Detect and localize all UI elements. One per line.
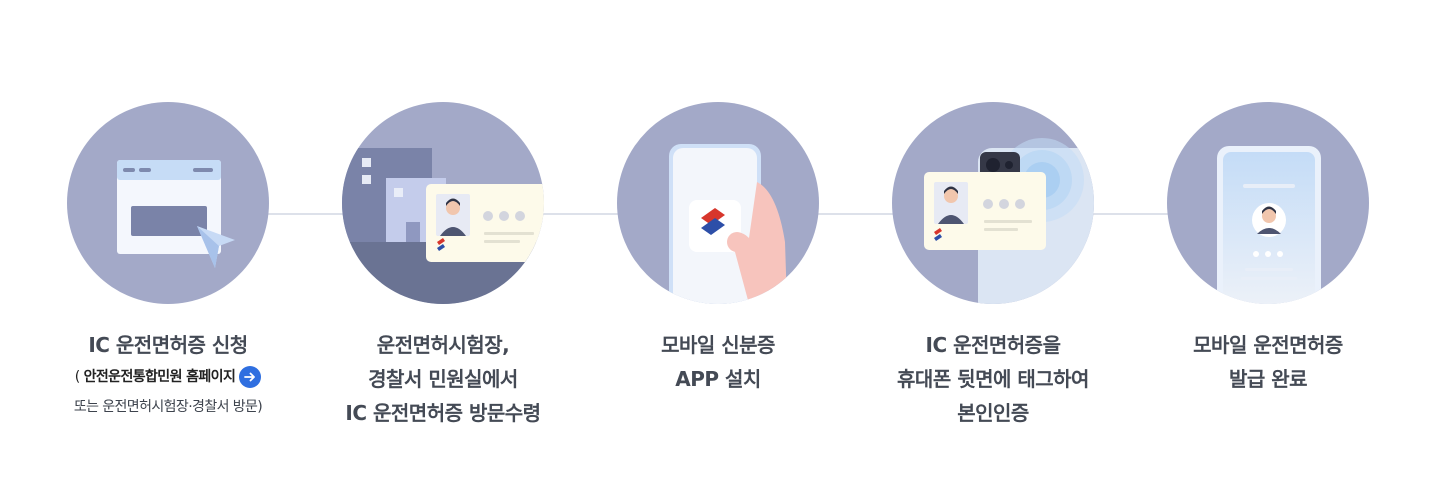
step-4-caption: IC 운전면허증을 휴대폰 뒷면에 태그하여 본인인증 — [873, 328, 1113, 430]
go-homepage-button[interactable] — [239, 366, 262, 388]
step-title-line: IC 운전면허증 방문수령 — [345, 401, 541, 425]
step-5: 모바일 운전면허증 발급 완료 — [1148, 102, 1388, 396]
step-4-illustration — [892, 102, 1094, 304]
step-3: 모바일 신분증 APP 설치 — [598, 102, 838, 396]
step-title-line: 모바일 신분증 — [661, 333, 775, 357]
browser-window-icon — [67, 102, 269, 304]
step-1-illustration — [67, 102, 269, 304]
nfc-tag-icon — [892, 102, 1094, 304]
step-title-line: APP 설치 — [675, 367, 761, 391]
id-card-pickup-icon — [342, 102, 544, 304]
step-title-line: IC 운전면허증 신청 — [88, 333, 248, 357]
paren-open: ( — [74, 369, 80, 385]
step-1-caption: IC 운전면허증 신청 (안전운전통합민원 홈페이지 또는 운전면허시험장·경찰… — [48, 328, 288, 422]
step-title-line: 본인인증 — [957, 401, 1029, 425]
step-title-line: 경찰서 민원실에서 — [368, 367, 518, 391]
step-3-illustration — [617, 102, 819, 304]
mobile-license-icon — [1167, 102, 1369, 304]
mobile-app-install-icon — [617, 102, 819, 304]
arrow-right-icon — [244, 372, 256, 382]
step-title-line: 휴대폰 뒷면에 태그하여 — [897, 367, 1089, 391]
step-2: 운전면허시험장, 경찰서 민원실에서 IC 운전면허증 방문수령 — [323, 102, 563, 430]
step-title-line: 모바일 운전면허증 — [1193, 333, 1343, 357]
step-2-caption: 운전면허시험장, 경찰서 민원실에서 IC 운전면허증 방문수령 — [323, 328, 563, 430]
step-title-line: 발급 완료 — [1228, 367, 1308, 391]
step-3-caption: 모바일 신분증 APP 설치 — [598, 328, 838, 396]
step-4: IC 운전면허증을 휴대폰 뒷면에 태그하여 본인인증 — [873, 102, 1113, 430]
step-2-illustration — [342, 102, 544, 304]
step-5-caption: 모바일 운전면허증 발급 완료 — [1148, 328, 1388, 396]
step-5-illustration — [1167, 102, 1369, 304]
step-title-line: 운전면허시험장, — [376, 333, 510, 357]
step-1: IC 운전면허증 신청 (안전운전통합민원 홈페이지 또는 운전면허시험장·경찰… — [48, 102, 288, 422]
step-1-sub-line: 또는 운전면허시험장·경찰서 방문) — [73, 399, 263, 415]
step-title-line: IC 운전면허증을 — [925, 333, 1061, 357]
homepage-link-label[interactable]: 안전운전통합민원 홈페이지 — [83, 369, 236, 385]
